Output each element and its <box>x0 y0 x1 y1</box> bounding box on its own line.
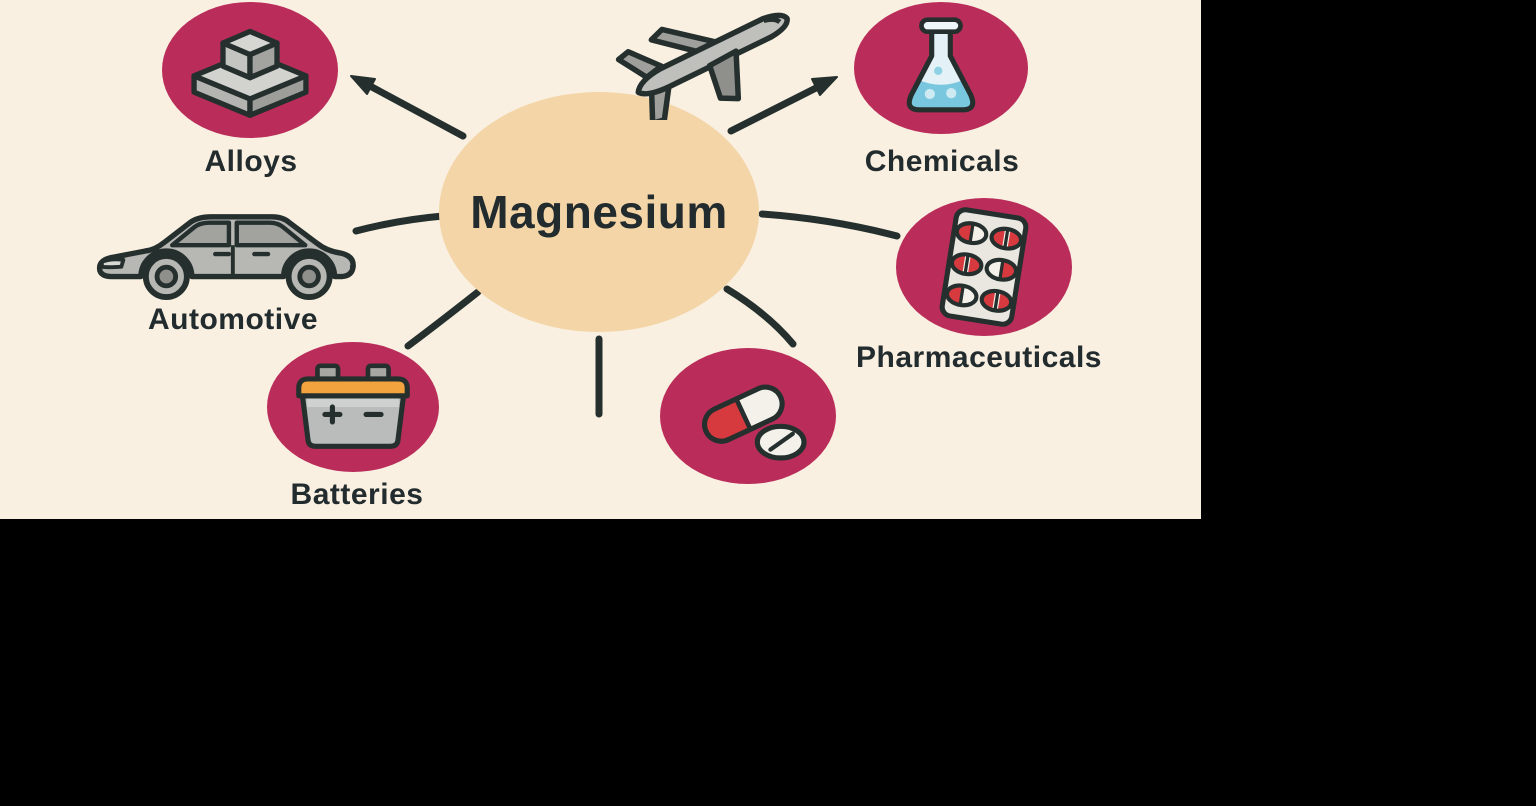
chemical-flask-icon <box>906 17 976 113</box>
node-batteries-label: Batteries <box>290 478 424 511</box>
car-icon <box>96 214 356 300</box>
node-chemicals-bubble <box>854 2 1028 134</box>
metal-ingots-icon <box>191 28 309 118</box>
magnesium-uses-diagram: Magnesium <box>0 0 1201 519</box>
node-pharmaceuticals-label: Pharmaceuticals <box>856 341 1102 374</box>
node-medicine-bubble <box>660 348 836 484</box>
car-battery-icon <box>296 363 410 449</box>
node-batteries-bubble <box>267 342 439 472</box>
node-chemicals-label: Chemicals <box>864 145 1020 178</box>
line-to-batteries <box>404 288 482 350</box>
airplane-icon <box>615 12 790 120</box>
capsule-and-tablet-icon <box>701 384 807 461</box>
node-pharmaceuticals-bubble <box>896 198 1072 336</box>
line-to-medicine-right <box>723 285 797 348</box>
arrow-to-chemicals-head <box>811 76 838 96</box>
pill-blister-pack-icon <box>939 207 1029 327</box>
arrow-to-alloys-shaft <box>366 82 467 140</box>
line-to-pharmaceuticals <box>758 210 901 240</box>
arrow-to-alloys-head <box>350 75 376 95</box>
line-to-automotive <box>352 212 447 235</box>
center-node-label: Magnesium <box>470 186 728 238</box>
center-node-magnesium: Magnesium <box>439 92 759 332</box>
node-alloys-bubble <box>162 2 338 138</box>
node-automotive-label: Automotive <box>148 303 318 336</box>
node-alloys-label: Alloys <box>204 145 298 178</box>
